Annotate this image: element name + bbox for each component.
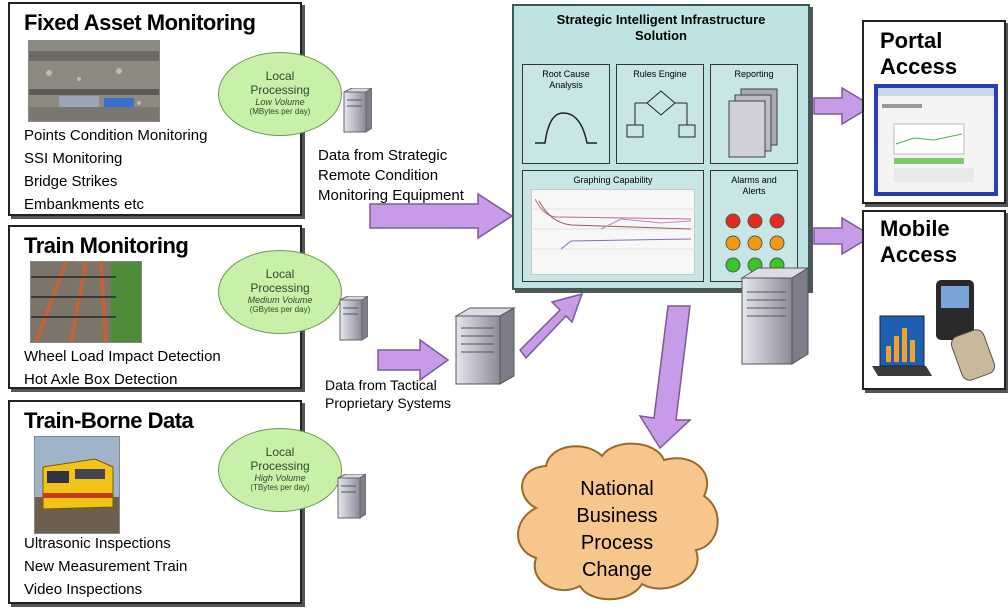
business-change-cloud bbox=[517, 442, 719, 601]
local-processing-high: Local Processing High Volume (TBytes per… bbox=[218, 428, 342, 512]
server-icon bbox=[740, 267, 810, 365]
arrow-tactical bbox=[377, 338, 450, 382]
mobile-devices-icon bbox=[872, 280, 996, 381]
documents-icon bbox=[728, 88, 778, 158]
strategic-data-label: Data from Strategic Remote Condition Mon… bbox=[318, 147, 464, 204]
solution-title: Strategic Intelligent Infrastructure Sol… bbox=[556, 12, 766, 43]
rules-engine-module: Rules Engine bbox=[616, 64, 704, 164]
train-borne-bullets: Ultrasonic Inspections New Measurement T… bbox=[24, 532, 187, 601]
rail-photo bbox=[30, 261, 142, 343]
strategic-solution-box: Strategic Intelligent Infrastructure Sol… bbox=[512, 4, 810, 290]
bullet: Bridge Strikes bbox=[24, 173, 118, 190]
train-monitoring-bullets: Wheel Load Impact Detection Hot Axle Box… bbox=[24, 345, 221, 391]
track-photo bbox=[28, 40, 160, 122]
bullet: Points Condition Monitoring bbox=[24, 127, 208, 144]
bullet: Wheel Load Impact Detection bbox=[24, 348, 221, 365]
fixed-asset-title: Fixed Asset Monitoring bbox=[24, 10, 256, 35]
arrow-mobile bbox=[813, 216, 874, 256]
bullet: Embankments etc bbox=[24, 196, 145, 213]
portal-screenshot-icon bbox=[874, 84, 998, 196]
train-borne-title: Train-Borne Data bbox=[24, 408, 194, 433]
graphing-module: Graphing Capability bbox=[522, 170, 704, 282]
server-icon bbox=[343, 88, 372, 133]
server-icon bbox=[337, 474, 366, 519]
mobile-access-panel: Mobile Access bbox=[862, 210, 1006, 390]
bullet: SSI Monitoring bbox=[24, 150, 123, 167]
portal-access-panel: Portal Access bbox=[862, 20, 1006, 204]
flowchart-icon bbox=[626, 90, 696, 138]
arrow-portal bbox=[813, 86, 874, 126]
portal-access-title: Portal Access bbox=[880, 28, 958, 79]
mobile-access-title: Mobile Access bbox=[880, 216, 958, 267]
train-photo bbox=[34, 436, 120, 534]
bullet: Hot Axle Box Detection bbox=[24, 371, 178, 388]
tactical-data-label: Data from Tactical Proprietary Systems bbox=[325, 377, 452, 411]
arrow-strategic bbox=[369, 192, 514, 240]
server-icon bbox=[454, 307, 516, 385]
bullet: Ultrasonic Inspections bbox=[24, 535, 171, 552]
local-processing-medium: Local Processing Medium Volume (GBytes p… bbox=[218, 250, 342, 334]
root-cause-module: Root Cause Analysis bbox=[522, 64, 610, 164]
arrow-server-up bbox=[519, 292, 584, 360]
server-icon bbox=[339, 296, 368, 341]
fixed-asset-bullets: Points Condition Monitoring SSI Monitori… bbox=[24, 124, 207, 216]
curve-icon bbox=[535, 112, 597, 144]
arrow-down bbox=[638, 305, 692, 450]
train-monitoring-title: Train Monitoring bbox=[24, 233, 189, 258]
local-processing-low: Local Processing Low Volume (MBytes per … bbox=[218, 52, 342, 136]
bullet: Video Inspections bbox=[24, 581, 143, 598]
graph-icon bbox=[531, 189, 695, 275]
bullet: New Measurement Train bbox=[24, 558, 188, 575]
reporting-module: Reporting bbox=[710, 64, 798, 164]
cloud-text: National Business Process Change bbox=[576, 478, 658, 581]
train-monitoring-panel: Train Monitoring Wheel Load Impact Detec… bbox=[8, 225, 302, 389]
